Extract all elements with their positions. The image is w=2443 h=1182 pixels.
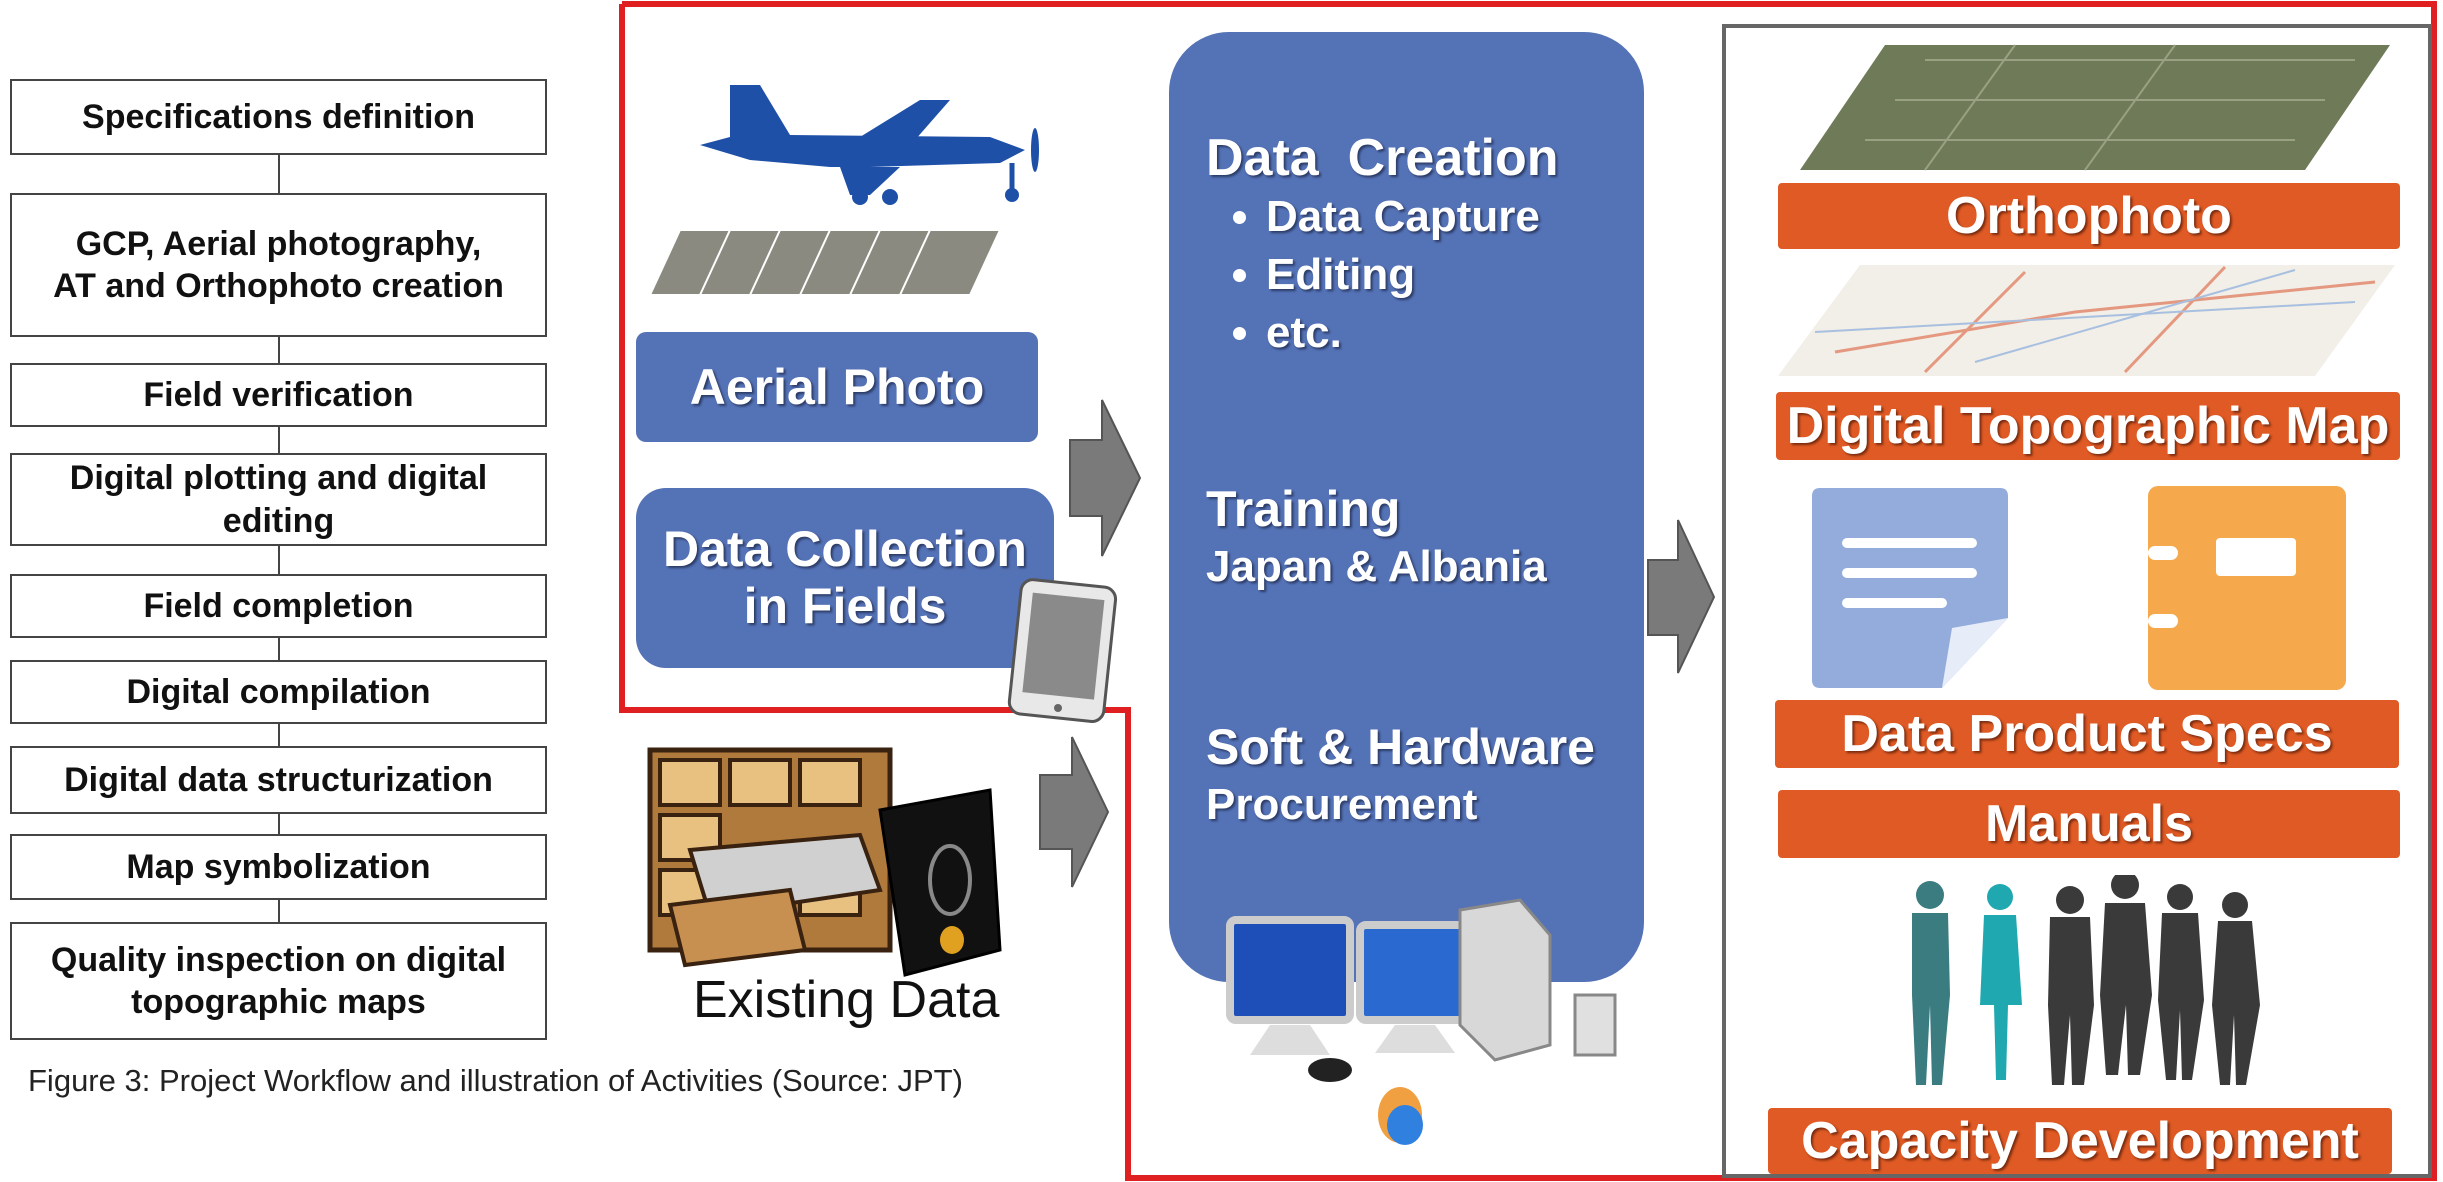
manuals-label: Manuals (1778, 790, 2400, 858)
tablet-icon (1007, 578, 1118, 723)
connector (278, 427, 280, 453)
existing-data-label: Existing Data (693, 971, 1000, 1029)
list-item: Editing (1266, 246, 1540, 304)
step-digital-plotting: Digital plotting and digital editing (10, 453, 547, 546)
data-collection-box: Data Collection in Fields (636, 488, 1054, 668)
topographic-map-label: Digital Topographic Map (1776, 392, 2400, 460)
step-field-completion: Field completion (10, 574, 547, 638)
connector (278, 638, 280, 660)
computers-icon (1226, 898, 1617, 1145)
red-frame (619, 1, 2437, 1181)
procurement-line2: Procurement (1206, 780, 1478, 829)
people-silhouettes-icon (1912, 875, 2260, 1085)
data-product-specs-label: Data Product Specs (1775, 700, 2399, 768)
orthophoto-image-icon (1800, 44, 2390, 171)
connector (278, 814, 280, 834)
data-collection-line1: Data Collection (663, 520, 1027, 577)
data-creation-title: Data Creation (1206, 129, 1559, 187)
aerial-photo-box: Aerial Photo (636, 332, 1038, 442)
training-line2: Japan & Albania (1206, 542, 1547, 591)
arrow-output (1647, 519, 1716, 674)
list-item: Data Capture (1266, 188, 1540, 246)
step-map-symbolization: Map symbolization (10, 834, 547, 900)
step-data-structurization: Digital data structurization (10, 746, 547, 814)
step-digital-compilation: Digital compilation (10, 660, 547, 724)
activities-panel (1169, 32, 1644, 982)
orthophoto-label: Orthophoto (1778, 183, 2400, 249)
airplane-icon (700, 85, 1039, 205)
connector (278, 546, 280, 574)
connector (278, 155, 280, 193)
connector (278, 724, 280, 746)
list-item: etc. (1266, 304, 1540, 362)
connector (278, 900, 280, 922)
step-specifications: Specifications definition (10, 79, 547, 155)
step-quality-inspection: Quality inspection on digital topographi… (10, 922, 547, 1040)
arrow-existing (1039, 736, 1110, 888)
capacity-development-label: Capacity Development (1768, 1108, 2392, 1174)
notebook-icon (2148, 486, 2346, 690)
data-creation-list: Data Capture Editing etc. (1206, 188, 1540, 362)
training-line1: Training (1206, 481, 1401, 537)
file-cabinet-icon (647, 747, 1002, 977)
step-field-verification: Field verification (10, 363, 547, 427)
data-collection-line2: in Fields (743, 578, 947, 634)
gray-frame (1722, 24, 2432, 1178)
figure-caption: Figure 3: Project Workflow and illustrat… (28, 1063, 963, 1098)
document-icon (1812, 488, 2008, 688)
aerial-photos-icon (648, 229, 1002, 296)
procurement-line1: Soft & Hardware (1206, 719, 1595, 775)
step-gcp-aerial: GCP, Aerial photography, AT and Orthopho… (10, 193, 547, 337)
topographic-map-image-icon (1778, 265, 2395, 376)
connector (278, 337, 280, 363)
arrow-aerial (1069, 399, 1142, 557)
